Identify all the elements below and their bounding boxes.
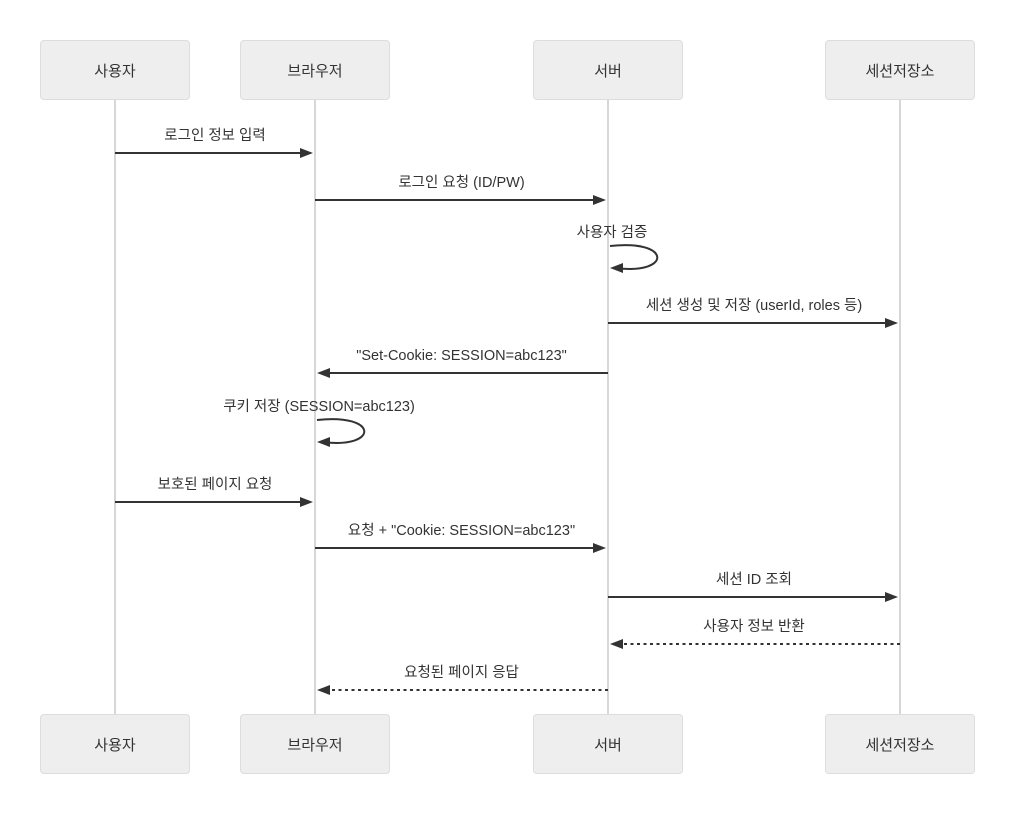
message-6-label: 쿠키 저장 (SESSION=abc123) <box>223 399 415 415</box>
message-2-arrowhead <box>593 195 606 205</box>
message-10-label: 사용자 정보 반환 <box>703 619 805 635</box>
actor-store-bottom: 세션저장소 <box>825 714 975 774</box>
message-3-label: 사용자 검증 <box>576 225 648 241</box>
actor-browser-bottom: 브라우저 <box>240 714 390 774</box>
message-6-arrowhead <box>317 437 330 447</box>
message-6-self-loop <box>316 418 366 444</box>
message-3-arrowhead <box>610 263 623 273</box>
message-1-arrowhead <box>300 148 313 158</box>
message-11-arrowhead <box>317 685 330 695</box>
message-9-arrowhead <box>885 592 898 602</box>
actor-user-bottom: 사용자 <box>40 714 190 774</box>
message-7-label: 보호된 페이지 요청 <box>157 477 273 493</box>
message-2-label: 로그인 요청 (ID/PW) <box>398 175 525 191</box>
actor-user-top: 사용자 <box>40 40 190 100</box>
message-1-label: 로그인 정보 입력 <box>164 128 266 144</box>
message-4-label: 세션 생성 및 저장 (userId, roles 등) <box>645 298 863 314</box>
lifeline-browser <box>314 100 316 714</box>
message-7-arrowhead <box>300 497 313 507</box>
lifeline-user <box>114 100 116 714</box>
message-10-arrowhead <box>610 639 623 649</box>
actor-server-bottom: 서버 <box>533 714 683 774</box>
message-11-label: 요청된 페이지 응답 <box>404 665 519 681</box>
message-3-self-loop <box>609 244 659 270</box>
actor-server-top: 서버 <box>533 40 683 100</box>
actor-store-top: 세션저장소 <box>825 40 975 100</box>
message-4-arrowhead <box>885 318 898 328</box>
message-8-label: 요청 + "Cookie: SESSION=abc123" <box>347 523 576 539</box>
lifeline-server <box>607 100 609 714</box>
actor-browser-top: 브라우저 <box>240 40 390 100</box>
message-8-arrowhead <box>593 543 606 553</box>
message-9-label: 세션 ID 조회 <box>716 572 792 588</box>
message-5-label: "Set-Cookie: SESSION=abc123" <box>356 348 567 364</box>
message-5-arrowhead <box>317 368 330 378</box>
lifeline-store <box>899 100 901 714</box>
